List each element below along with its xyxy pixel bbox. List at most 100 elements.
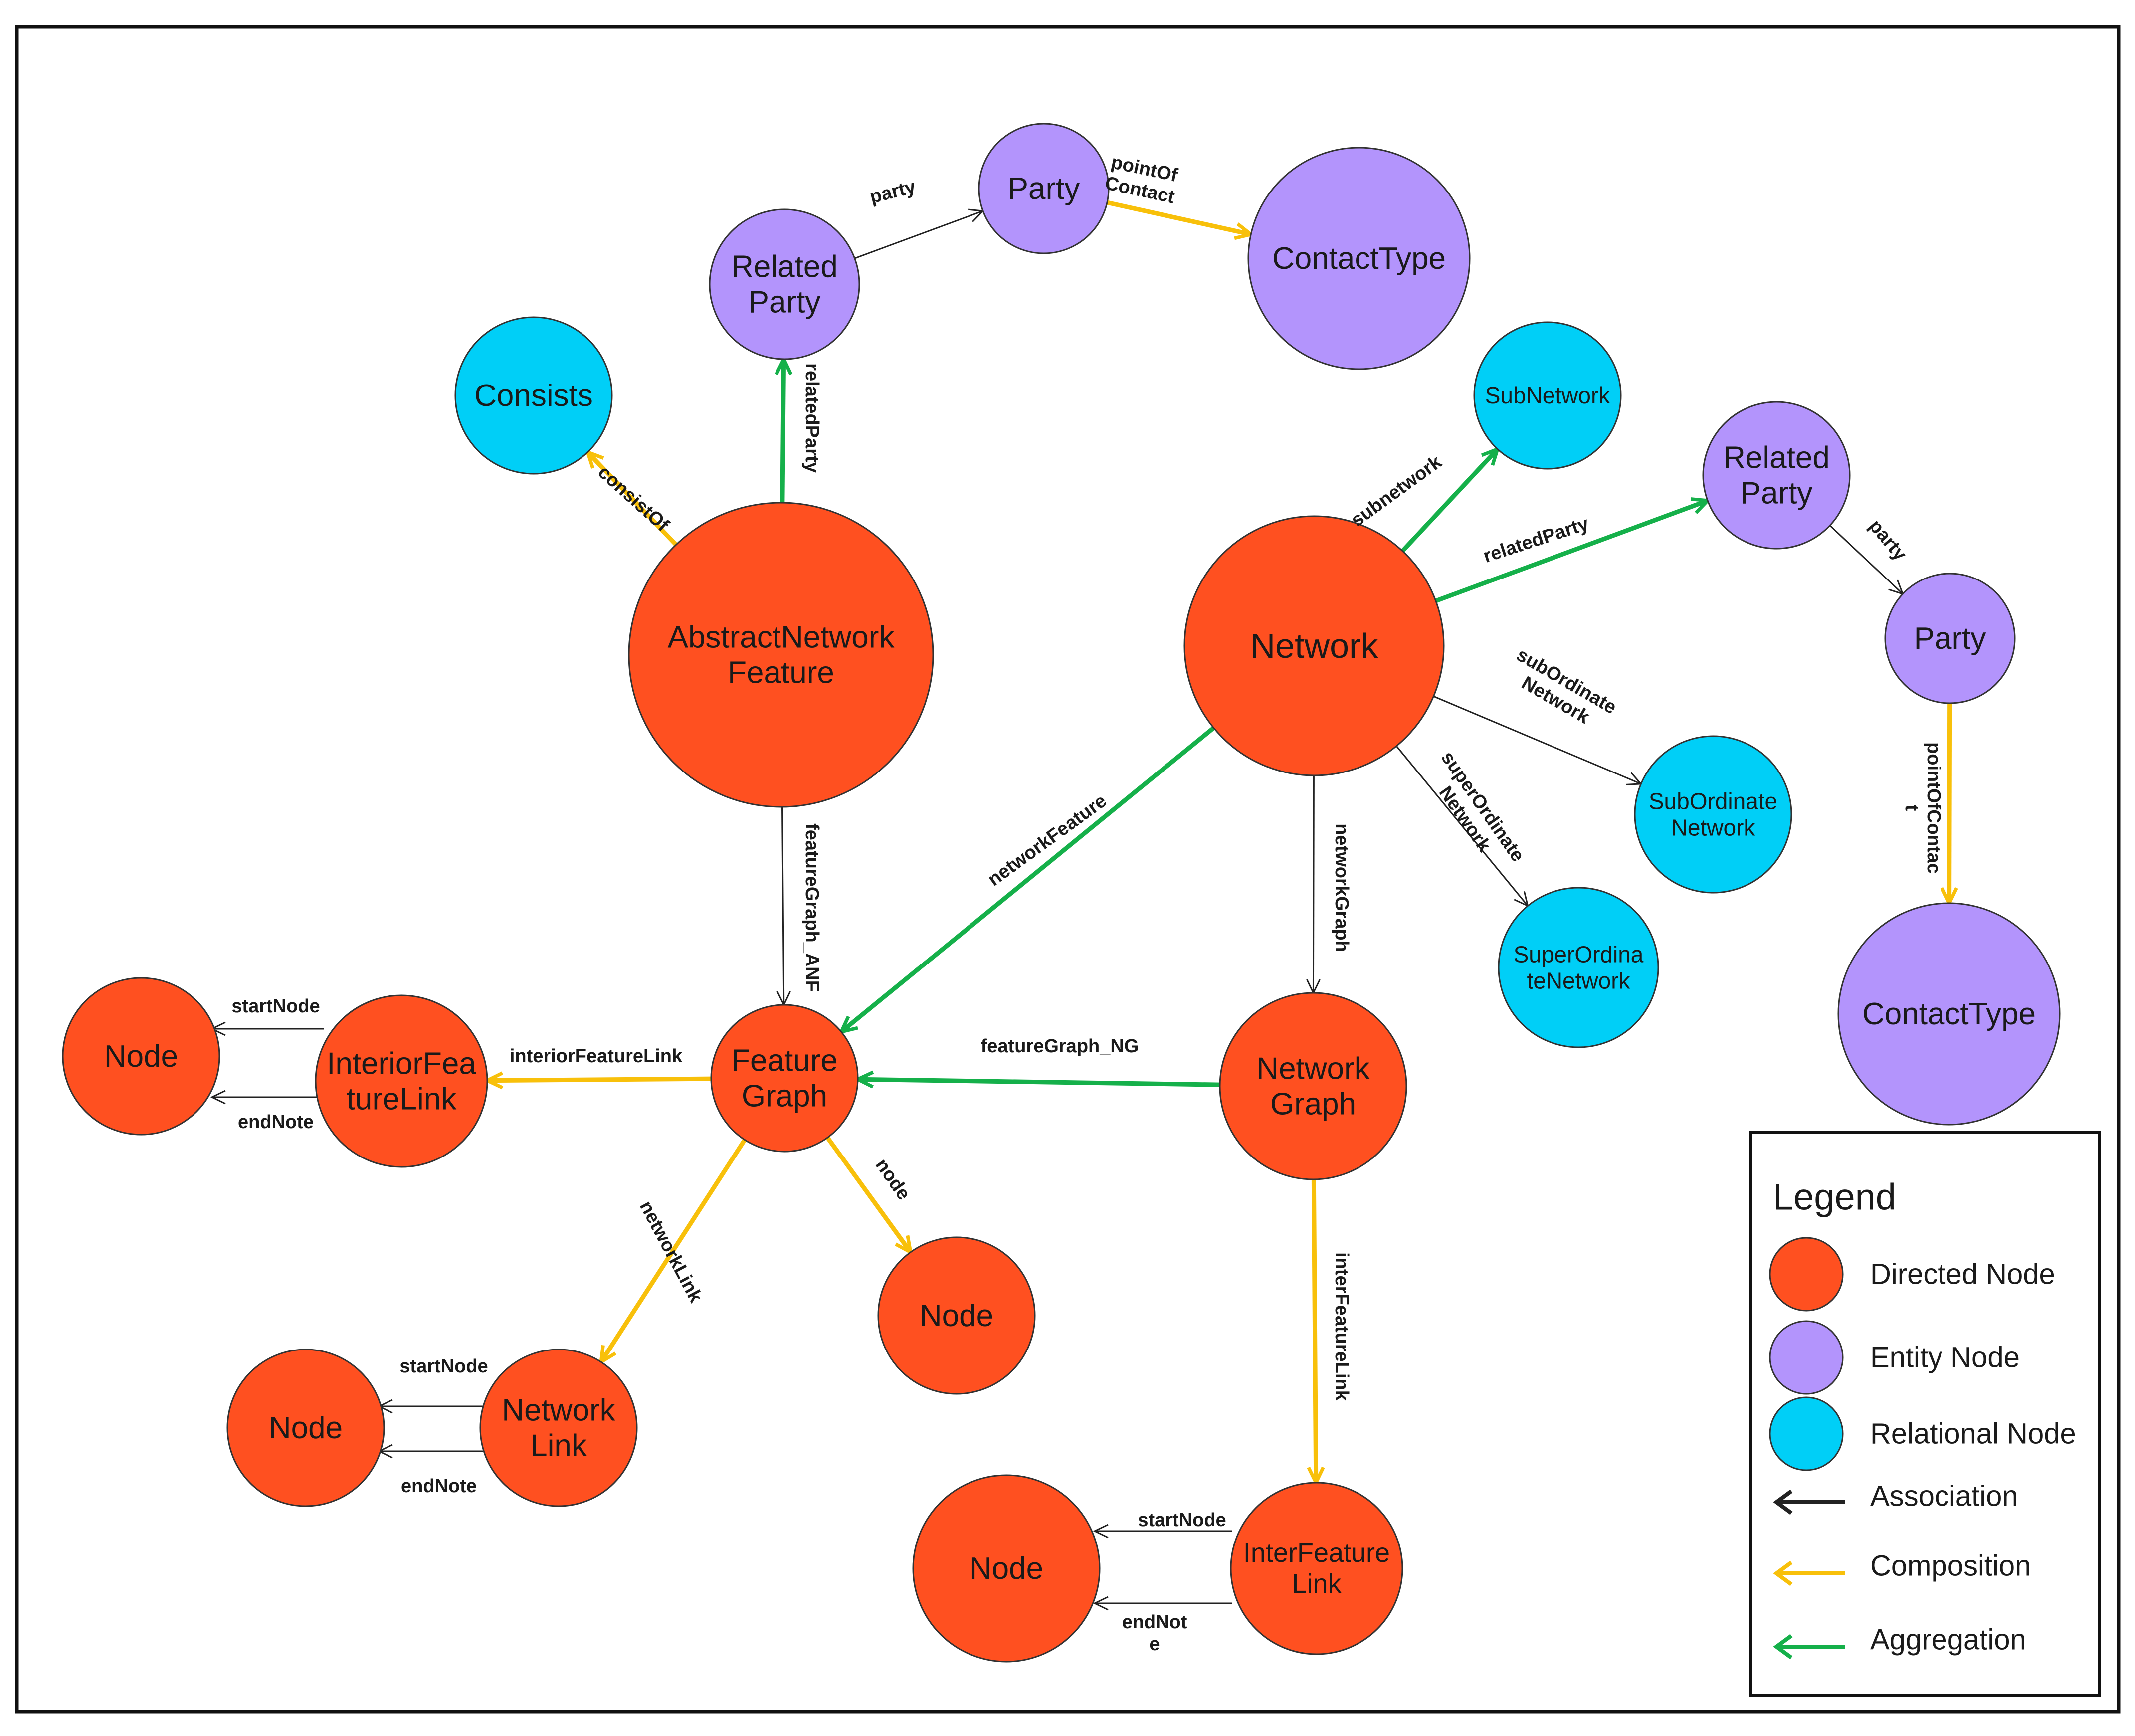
node-label: ContactType — [1272, 241, 1446, 276]
directed-node-circle — [479, 1349, 638, 1507]
relational-node-circle — [1498, 887, 1659, 1048]
node-label: Node — [970, 1551, 1043, 1586]
legend-composition-arrow — [1773, 1560, 1845, 1586]
node-node-left[interactable]: Node — [62, 977, 220, 1136]
directed-node-circle — [710, 1004, 859, 1153]
edge-label-start-node-1: startNode — [231, 996, 320, 1017]
node-node-bottom[interactable]: Node — [912, 1474, 1101, 1663]
directed-node-circle — [1230, 1482, 1403, 1655]
edge-end-note-1 — [210, 1090, 324, 1105]
relational-node-circle — [1473, 321, 1622, 470]
entity-node-circle — [1884, 573, 2016, 704]
edge-line — [857, 1077, 1220, 1087]
directed-node-circle — [62, 977, 220, 1136]
legend-composition: Composition — [1870, 1550, 2031, 1582]
legend-entity-swatch — [1769, 1320, 1844, 1395]
edge-label-point-of-contact-2: pointOfContact — [1901, 742, 1944, 874]
node-label: Consists — [474, 379, 593, 413]
directed-node-circle — [877, 1236, 1036, 1395]
edge-label-related-party-right: relatedParty — [1481, 513, 1591, 567]
edge-line — [1395, 745, 1529, 907]
node-consists[interactable]: Consists — [454, 316, 613, 475]
entity-node-circle — [978, 123, 1110, 254]
edge-related-party-up — [775, 355, 793, 503]
edge-arrowhead — [1093, 1524, 1109, 1539]
edge-end-note-2 — [377, 1444, 484, 1459]
edge-line — [487, 1076, 712, 1083]
legend-association: Association — [1870, 1480, 2018, 1513]
edge-network-graph — [1306, 775, 1321, 995]
edge-feature-graph-ng — [853, 1070, 1220, 1089]
edge-label-party: party — [868, 176, 918, 207]
entity-node-circle — [1837, 902, 2061, 1126]
legend-aggregation: Aggregation — [1870, 1624, 2026, 1656]
legend-relational-swatch — [1769, 1396, 1844, 1471]
edge-label-party-2: party — [1865, 516, 1911, 565]
edge-party — [854, 208, 985, 259]
edge-line — [840, 726, 1215, 1034]
edge-label-network-feature: networkFeature — [984, 790, 1111, 890]
edge-line — [1829, 525, 1904, 595]
edge-label-end-note-2: endNote — [401, 1476, 477, 1497]
legend-box — [1749, 1131, 2101, 1697]
entity-node-circle — [1247, 147, 1471, 370]
directed-node-circle — [628, 502, 934, 808]
node-contact-type-2[interactable]: ContactType — [1837, 902, 2061, 1126]
node-contact-type-1[interactable]: ContactType — [1247, 147, 1471, 370]
edge-label-feature-graph-ng: featureGraph_NG — [981, 1036, 1139, 1057]
node-subnetwork[interactable]: SubNetwork — [1473, 321, 1622, 470]
edge-label-network-graph: networkGraph — [1331, 823, 1352, 952]
edge-related-party-right — [1435, 497, 1712, 603]
edge-label-inter-feature-link: interFeatureLink — [1331, 1252, 1352, 1401]
edge-line — [599, 1139, 747, 1363]
edge-line — [854, 210, 983, 259]
node-network[interactable]: Network — [1183, 515, 1445, 776]
edge-line — [780, 359, 786, 503]
edge-inter-feature-link — [1307, 1179, 1325, 1487]
node-label: Node — [269, 1411, 343, 1445]
node-label: ContactType — [1862, 997, 2036, 1031]
edge-line — [1435, 498, 1709, 603]
edge-line — [586, 450, 678, 547]
edge-line — [781, 806, 785, 1005]
node-node-network-link[interactable]: Node — [226, 1349, 385, 1507]
directed-node-circle — [912, 1474, 1101, 1663]
legend: Legend Directed Node Entity Node Relatio… — [1749, 1131, 2101, 1697]
diagram-frame — [15, 25, 2121, 1714]
edge-start-node-1 — [210, 1021, 324, 1036]
legend-directed-swatch — [1769, 1237, 1844, 1312]
edge-label-start-node-2: startNode — [399, 1356, 488, 1377]
node-party-2[interactable]: Party — [1884, 573, 2016, 704]
node-label: SubNetwork — [1485, 383, 1611, 408]
edge-line — [1312, 775, 1315, 993]
edge-point-of-contact-1 — [1106, 200, 1255, 240]
edge-line — [825, 1136, 913, 1254]
node-label: Party — [1008, 172, 1080, 206]
edge-start-node-2 — [377, 1399, 484, 1414]
edge-label-consist-of: consistOf — [594, 462, 673, 536]
node-label: Node — [104, 1039, 178, 1074]
edge-arrowhead — [210, 1090, 226, 1105]
edge-end-note-3 — [1093, 1596, 1232, 1611]
legend-relational-node: Relational Node — [1870, 1418, 2076, 1450]
relational-node-circle — [454, 316, 613, 475]
edge-feature-graph-anf — [776, 806, 791, 1007]
node-node-center[interactable]: Node — [877, 1236, 1036, 1395]
node-party-1[interactable]: Party — [978, 123, 1110, 254]
